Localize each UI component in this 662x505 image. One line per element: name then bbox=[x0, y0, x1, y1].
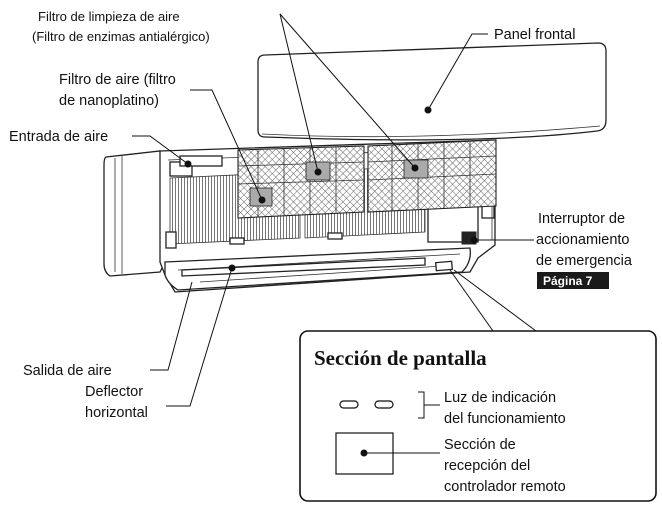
leader-lines bbox=[132, 13, 537, 407]
indicator-light bbox=[374, 400, 394, 409]
label-emergency-2: accionamiento bbox=[536, 232, 630, 248]
front-panel bbox=[257, 42, 607, 141]
display-section-box: Sección de pantalla Luz de indicación de… bbox=[299, 330, 657, 502]
leader-dot bbox=[411, 164, 419, 172]
label-air-outlet: Salida de aire bbox=[23, 363, 112, 379]
callout-labels: Filtro de limpieza de aire (Filtro de en… bbox=[9, 9, 633, 421]
label-deflector-2: horizontal bbox=[85, 405, 148, 421]
leader-dot bbox=[314, 168, 322, 176]
label-receiver-3: controlador remoto bbox=[444, 479, 566, 495]
label-cleaning-filter: Filtro de limpieza de aire bbox=[38, 9, 180, 24]
label-receiver-2: recepción del bbox=[444, 458, 530, 474]
label-indicator-1: Luz de indicación bbox=[444, 390, 556, 406]
display-section-title: Sección de pantalla bbox=[314, 346, 487, 370]
label-receiver-1: Sección de bbox=[444, 437, 516, 453]
air-filters bbox=[237, 139, 497, 219]
label-cleaning-filter-sub: (Filtro de enzimas antialérgico) bbox=[32, 29, 210, 44]
label-front-panel: Panel frontal bbox=[494, 27, 575, 43]
page-badge-bg bbox=[537, 272, 609, 289]
leader-dot bbox=[184, 160, 192, 168]
page-badge-label: Página 7 bbox=[543, 274, 593, 288]
label-air-inlet: Entrada de aire bbox=[9, 129, 108, 145]
label-deflector-1: Deflector bbox=[85, 384, 143, 400]
label-emergency-1: Interruptor de bbox=[538, 211, 625, 227]
leader-dot bbox=[258, 196, 266, 204]
label-air-filter-1: Filtro de aire (filtro bbox=[59, 72, 176, 88]
indicator-light bbox=[339, 400, 359, 409]
label-indicator-2: del funcionamiento bbox=[444, 411, 566, 427]
display-window bbox=[434, 260, 454, 272]
leader-dot bbox=[470, 236, 478, 244]
page-reference-badge[interactable]: Página 7 bbox=[537, 272, 609, 289]
leader-dot bbox=[228, 264, 236, 272]
label-emergency-3: de emergencia bbox=[536, 253, 633, 269]
leader-dot bbox=[424, 106, 432, 114]
label-air-filter-2: de nanoplatino) bbox=[59, 93, 159, 109]
